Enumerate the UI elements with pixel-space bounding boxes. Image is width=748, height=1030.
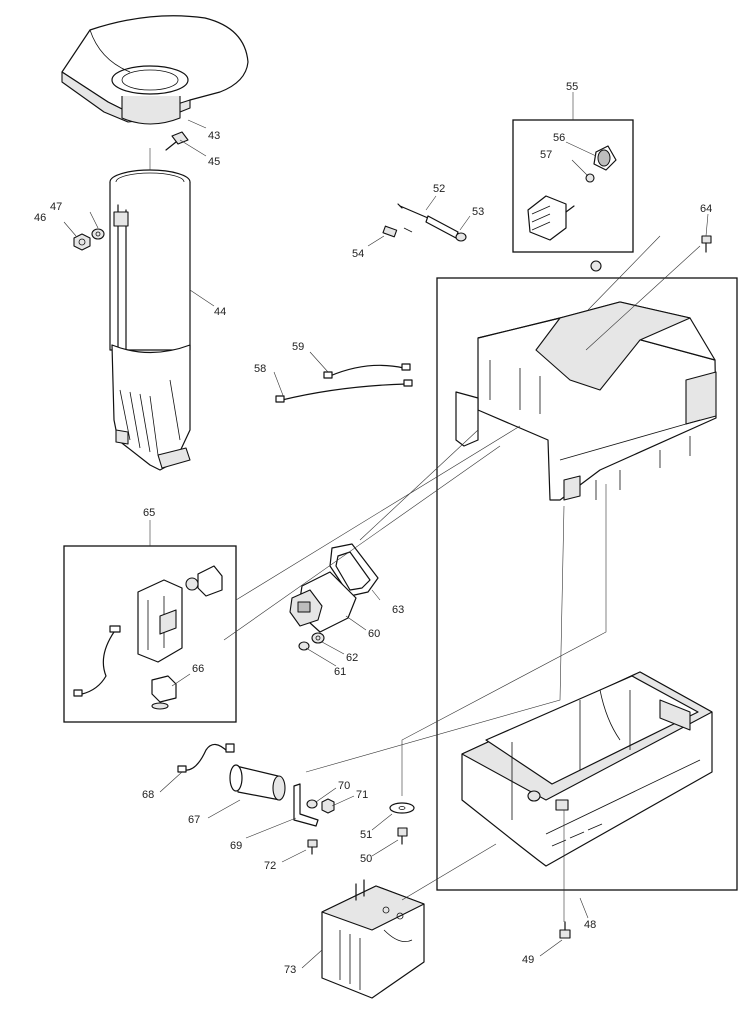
label-43: 43: [208, 130, 220, 142]
part-65-switch: [185, 565, 223, 597]
part-53-shaft: [425, 215, 467, 242]
label-73: 73: [284, 964, 296, 976]
label-70: 70: [338, 780, 350, 792]
part-49-screw: [559, 921, 571, 939]
label-61: 61: [334, 666, 346, 678]
label-58: 58: [254, 363, 266, 375]
part-51-washer: [389, 802, 415, 814]
part-52-pin: [397, 203, 429, 219]
part-72-screw: [307, 839, 318, 855]
part-50-screw: [397, 827, 408, 845]
label-54: 54: [352, 248, 364, 260]
part-70-washer: [306, 799, 318, 809]
part-47-washer: [91, 228, 105, 240]
label-72: 72: [264, 860, 276, 872]
housing-tray: [461, 671, 713, 867]
part-labels: 43 45 44 47 46 52 53 54 55 56 57 64 59 5…: [34, 81, 712, 976]
label-52: 52: [433, 183, 445, 195]
part-59-wire: [323, 363, 411, 379]
part-67-capacitor: [229, 764, 286, 801]
label-66: 66: [192, 663, 204, 675]
label-65: 65: [143, 507, 155, 519]
label-50: 50: [360, 853, 372, 865]
part-46-nut: [73, 233, 91, 251]
part-65-bracket: [137, 579, 183, 663]
label-63: 63: [392, 604, 404, 616]
label-57: 57: [540, 149, 552, 161]
part-60-plug-holder: [289, 571, 357, 633]
part-56-knob: [593, 145, 617, 171]
part-73-base: [321, 879, 425, 999]
leader-lines: [63, 92, 709, 969]
part-58-wire: [275, 379, 413, 403]
label-62: 62: [346, 652, 358, 664]
part-66-knob: [151, 675, 177, 710]
label-49: 49: [522, 954, 534, 966]
label-53: 53: [472, 206, 484, 218]
part-69-bracket: [293, 783, 319, 827]
label-48: 48: [584, 919, 596, 931]
label-45: 45: [208, 156, 220, 168]
label-60: 60: [368, 628, 380, 640]
part-45-screw: [165, 131, 189, 151]
part-43-hopper: [61, 15, 249, 125]
label-51: 51: [360, 829, 372, 841]
label-47: 47: [50, 201, 62, 213]
part-44-tube: [109, 169, 191, 471]
part-62-washer: [311, 632, 325, 644]
part-55-small-part: [590, 260, 602, 272]
label-55: 55: [566, 81, 578, 93]
part-64-screw: [701, 235, 712, 253]
part-48-group-box: [436, 277, 738, 891]
label-69: 69: [230, 840, 242, 852]
part-55-switch-body: [527, 195, 575, 241]
part-68-lead: [177, 743, 235, 773]
label-56: 56: [553, 132, 565, 144]
label-71: 71: [356, 789, 368, 801]
part-71-nut: [321, 798, 335, 814]
housing-cover: [455, 301, 717, 501]
part-65-wire: [73, 625, 121, 697]
part-54-clip: [382, 225, 413, 238]
label-68: 68: [142, 789, 154, 801]
label-46: 46: [34, 212, 46, 224]
label-44: 44: [214, 306, 226, 318]
label-59: 59: [292, 341, 304, 353]
label-64: 64: [700, 203, 712, 215]
label-67: 67: [188, 814, 200, 826]
